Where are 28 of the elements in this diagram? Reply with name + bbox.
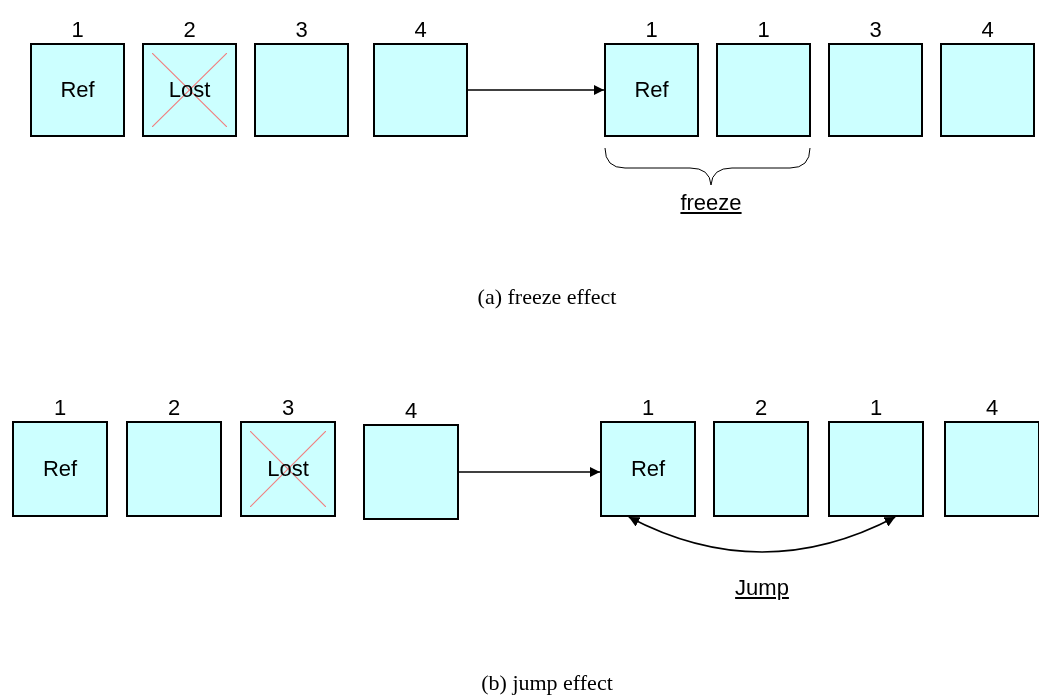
frame-number: 1 bbox=[52, 395, 68, 421]
frame-number: 4 bbox=[403, 398, 419, 424]
frame-label: Lost bbox=[267, 456, 309, 482]
frame-label: Ref bbox=[60, 77, 95, 103]
frame-number: 3 bbox=[294, 17, 309, 43]
brace-label: freeze bbox=[680, 190, 742, 216]
frame-label: Ref bbox=[630, 456, 666, 482]
frame-number: 1 bbox=[70, 17, 85, 43]
frame-number: 4 bbox=[980, 17, 995, 43]
frame-number: 1 bbox=[756, 17, 771, 43]
caption: (a) freeze effect bbox=[477, 284, 617, 310]
arrow bbox=[458, 466, 601, 478]
frame-label: Ref bbox=[42, 456, 78, 482]
caption: (b) jump effect bbox=[481, 670, 613, 696]
frame-number: 1 bbox=[644, 17, 659, 43]
frame-number: 2 bbox=[166, 395, 182, 421]
frame-number: 4 bbox=[413, 17, 428, 43]
arrow bbox=[467, 84, 605, 96]
frame-number: 1 bbox=[640, 395, 656, 421]
frame-number: 2 bbox=[753, 395, 769, 421]
frame-number: 3 bbox=[868, 17, 883, 43]
frame-number: 1 bbox=[868, 395, 884, 421]
frame-number: 3 bbox=[280, 395, 296, 421]
frame-number: 4 bbox=[984, 395, 1000, 421]
arrow bbox=[628, 516, 896, 553]
frame-label: Ref bbox=[634, 77, 669, 103]
frame-label: Lost bbox=[168, 77, 211, 103]
frame-number: 2 bbox=[182, 17, 197, 43]
